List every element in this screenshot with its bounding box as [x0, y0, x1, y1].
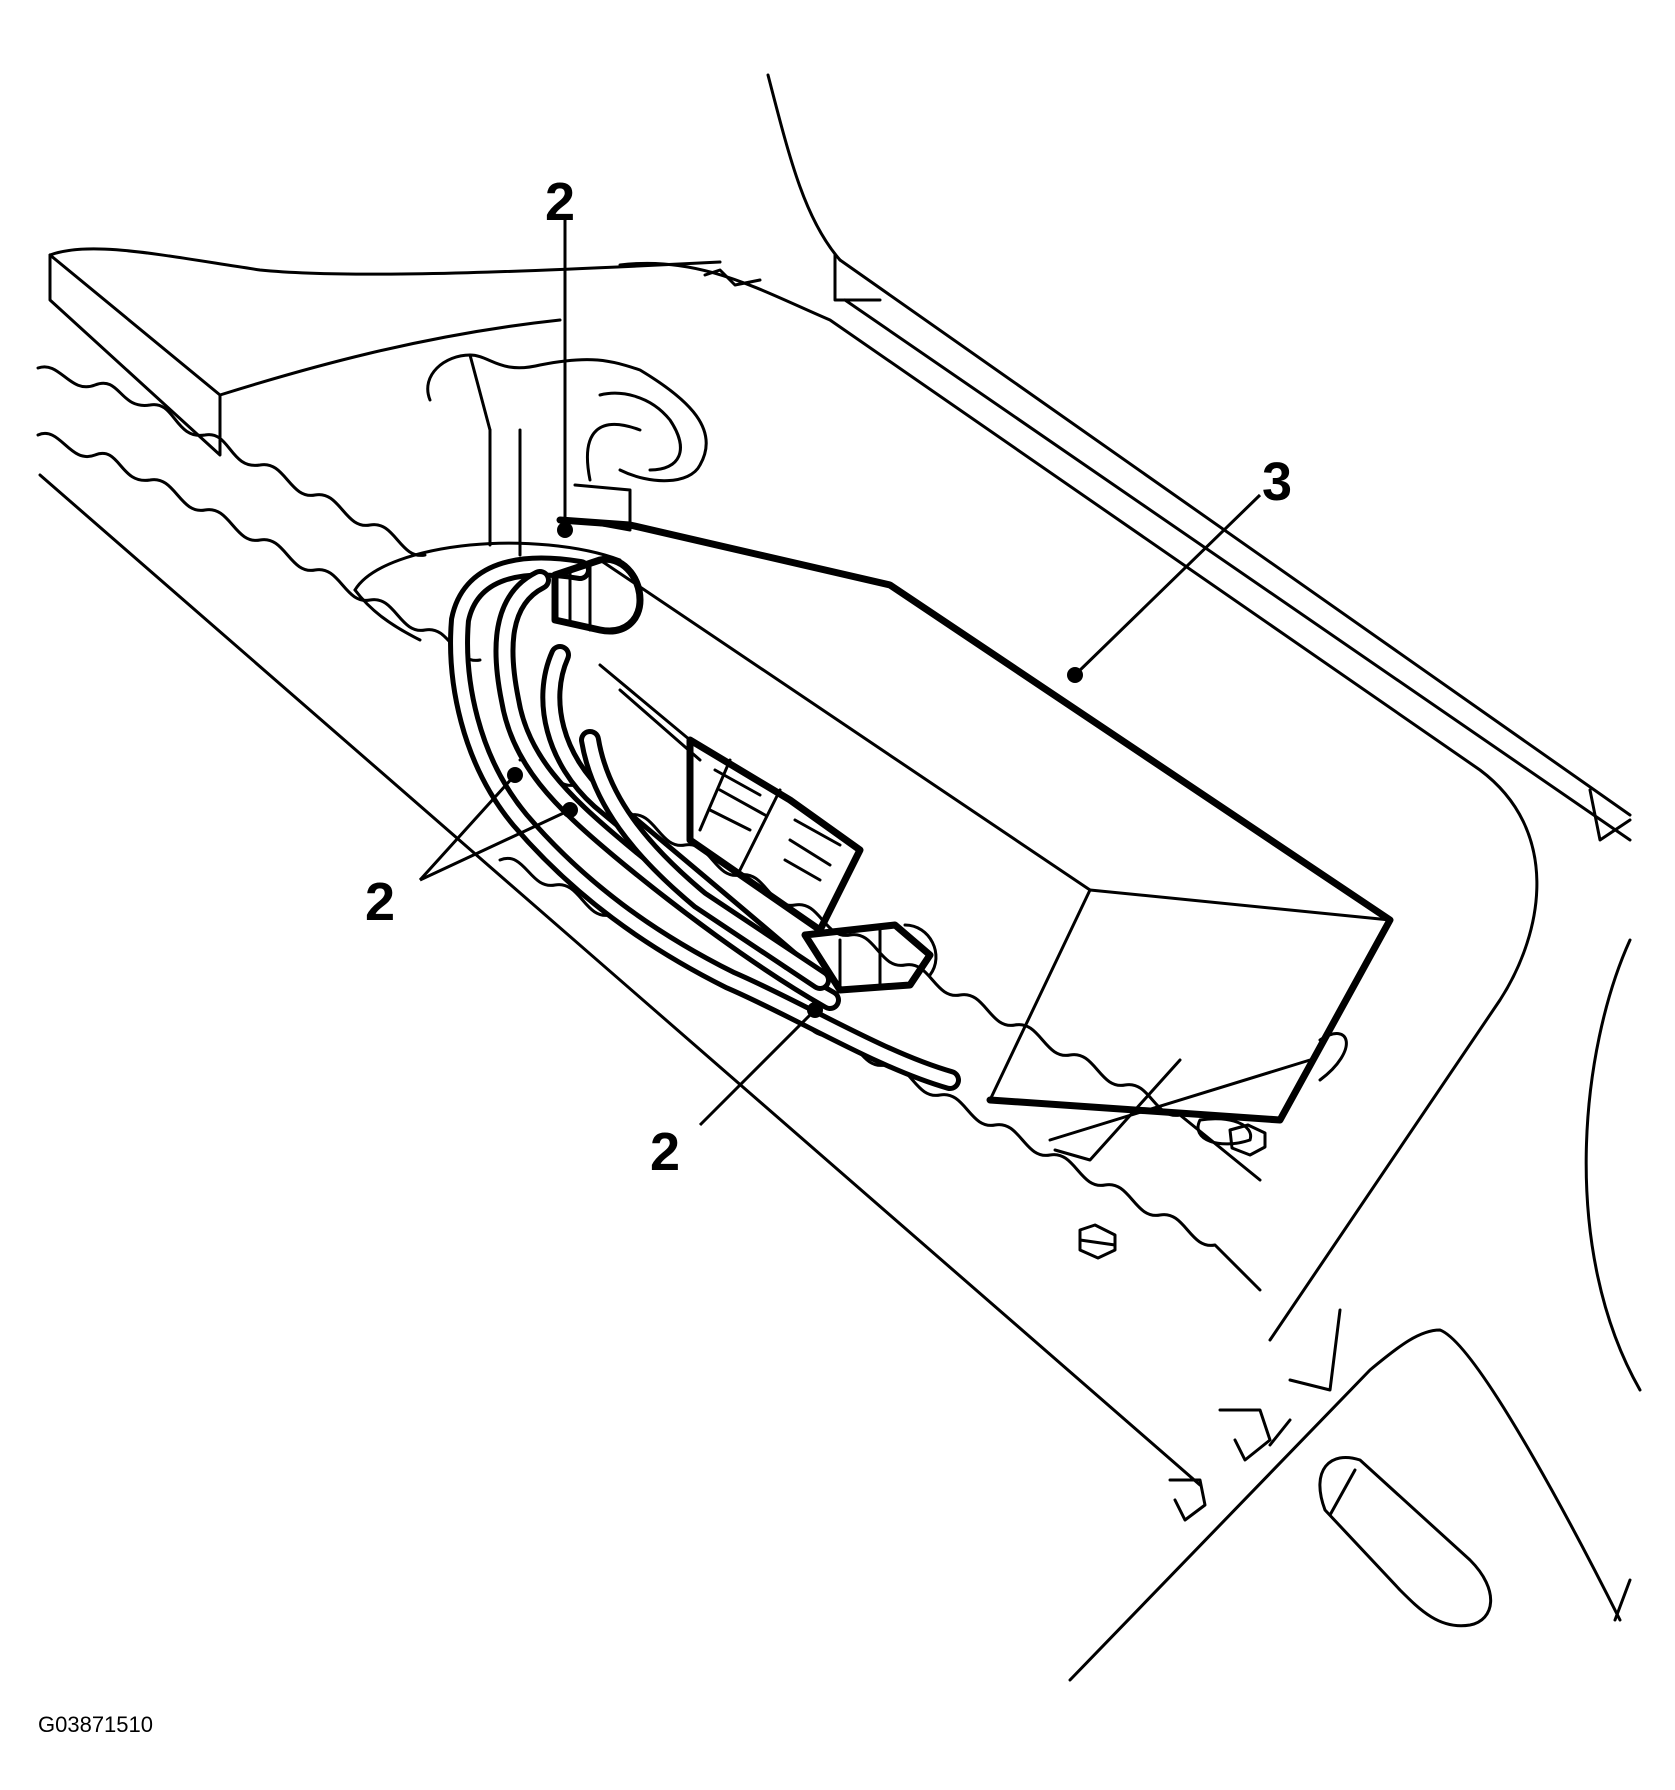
callout-leaders	[418, 215, 1262, 1127]
harness-connector-block	[598, 663, 864, 934]
floor-hump	[353, 541, 622, 642]
callout-label-clip-bottom: 2	[650, 1122, 680, 1182]
body-panel-lower	[1068, 938, 1642, 1682]
body-panel-upper	[618, 73, 1632, 1342]
bracket-top	[426, 353, 708, 557]
callout-label-connector-top: 2	[545, 172, 575, 232]
module	[556, 516, 1394, 1162]
harness-connector-top	[551, 555, 644, 635]
callout-label-module: 3	[1262, 452, 1292, 512]
callout-label-clips-left: 2	[365, 872, 395, 932]
wiring-harness	[448, 555, 961, 1091]
bolt-right	[1228, 1123, 1267, 1157]
bolt-lower	[1078, 1223, 1117, 1260]
harness-connector-small	[801, 921, 938, 994]
figure-id: G03871510	[38, 1712, 153, 1737]
